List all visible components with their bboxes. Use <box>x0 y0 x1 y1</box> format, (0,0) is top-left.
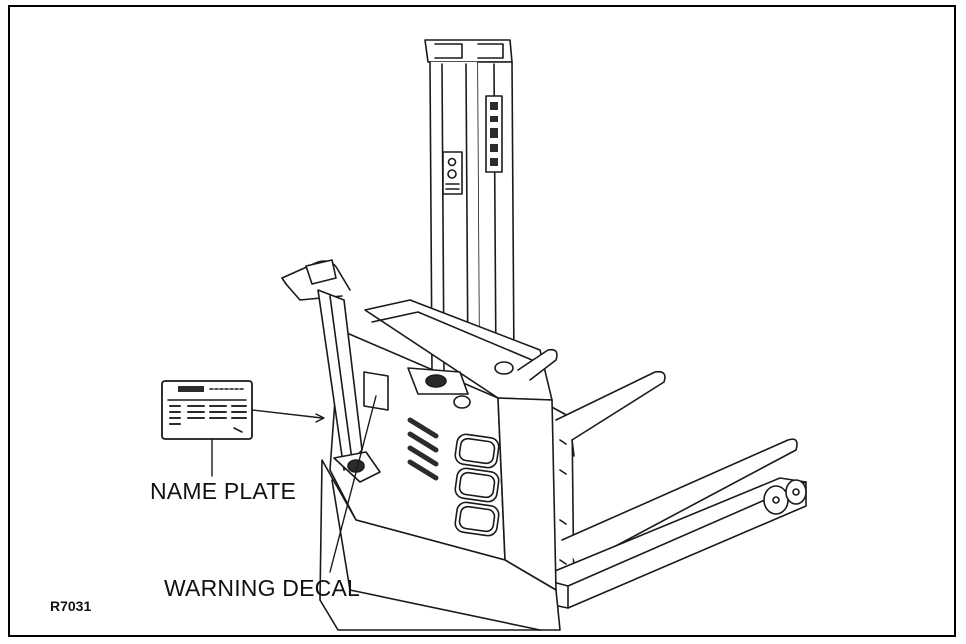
name-plate-label: NAME PLATE <box>150 478 296 504</box>
chassis <box>319 299 561 631</box>
figure-id: R7031 <box>50 598 92 614</box>
warning-decal-label: WARNING DECAL <box>164 575 360 601</box>
name-plate-illustration <box>161 380 253 440</box>
forks <box>537 370 807 609</box>
leader-lines <box>211 395 377 573</box>
